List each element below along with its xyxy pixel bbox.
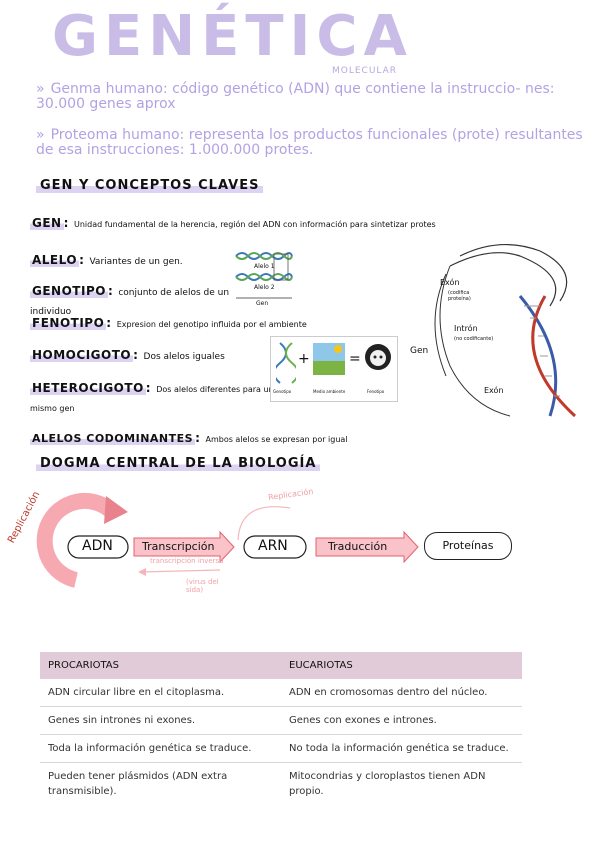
sheep-icon (365, 344, 391, 370)
term-label: FENOTIPO (30, 316, 107, 330)
bullet-proteoma: »Proteoma humano: representa los product… (36, 128, 596, 158)
dna-gene-figure (434, 244, 577, 418)
term-genotipo: GENOTIPO: conjunto de alelos de un indiv… (30, 280, 230, 318)
table-row: Toda la información genética se traduce.… (40, 734, 522, 763)
term-label: GEN (30, 216, 64, 230)
term-gen: GEN: Unidad fundamental de la herencia, … (30, 212, 599, 231)
term-heterocigoto: HETEROCIGOTO: Dos alelos diferentes para… (30, 377, 275, 415)
table-cell: ADN circular libre en el citoplasma. (40, 679, 281, 707)
arn-replication-curve (237, 506, 291, 541)
term-definition: Unidad fundamental de la herencia, regió… (74, 220, 436, 229)
section-heading-gen: GEN Y CONCEPTOS CLAVES (36, 178, 264, 193)
molecular-label: MOLECULAR (332, 66, 398, 76)
term-definition: Variantes de un gen. (89, 257, 183, 267)
term-definition: Expresion del genotipo influida por el a… (116, 320, 307, 329)
bullet-text: Genma humano: código genético (ADN) que … (36, 81, 555, 112)
term-sep: : (106, 316, 112, 330)
fenotipo-caption: Fenotipo (367, 389, 385, 394)
genotipo-caption: Genotipo (273, 389, 292, 394)
exon1-note: (codifica proteína) (448, 290, 471, 302)
arn-label: ARN (258, 538, 288, 554)
transcription-arrow (133, 530, 235, 564)
table-header-eucariotas: EUCARIOTAS (281, 652, 522, 679)
term-fenotipo: FENOTIPO: Expresion del genotipo influid… (30, 312, 307, 331)
term-sep: : (145, 381, 152, 395)
term-definition: Dos alelos iguales (143, 352, 225, 362)
virus-note: (virus del sida) (186, 578, 219, 594)
term-homocigoto: HOMOCIGOTO: Dos alelos iguales (30, 344, 225, 363)
dna-icon (276, 342, 296, 384)
translation-arrow (315, 530, 419, 564)
phenotype-figure: + = Genotipo Medio ambiente Fenotipo (270, 336, 398, 402)
transcripcion-inversa-label: transcripción inversa (150, 557, 224, 565)
term-codominantes: ALELOS CODOMINANTES: Ambos alelos se exp… (30, 427, 348, 446)
gen-dna-label: Gen (410, 346, 429, 356)
table-header-procariotas: PROCARIOTAS (40, 652, 281, 679)
table-cell: Toda la información genética se traduce. (40, 734, 281, 763)
alelo2-label: Alelo 2 (254, 284, 275, 291)
table-cell: ADN en cromosomas dentro del núcleo. (281, 679, 522, 707)
intron-note: (no codificante) (454, 336, 494, 342)
term-label: GENOTIPO (30, 284, 108, 298)
table-cell: No toda la información genética se tradu… (281, 734, 522, 763)
term-label: ALELO (30, 253, 80, 267)
table-cell: Genes sin intrones ni exones. (40, 706, 281, 735)
comparison-table: PROCARIOTAS EUCARIOTAS ADN circular libr… (40, 652, 522, 805)
term-sep: : (107, 284, 114, 298)
exon2-label: Exón (484, 386, 504, 395)
table-cell: Mitocondrias y cloroplastos tienen ADN p… (289, 771, 486, 797)
alelo1-label: Alelo 1 (254, 263, 275, 270)
term-label: HETEROCIGOTO (30, 381, 146, 395)
bullet-arrow: » (36, 127, 45, 143)
bullet-genoma: »Genma humano: código genético (ADN) que… (36, 82, 596, 112)
section-heading-dogma: DOGMA CENTRAL DE LA BIOLOGÍA (36, 456, 321, 471)
reverse-transcription-arrow (139, 569, 221, 573)
table-row: Pueden tener plásmidos (ADN extra transm… (40, 763, 522, 806)
bullet-text: Proteoma humano: representa los producto… (36, 127, 583, 158)
table-row: ADN circular libre en el citoplasma. ADN… (40, 679, 522, 707)
plus-sign: + (298, 351, 310, 367)
term-alelo: ALELO: Variantes de un gen. (30, 249, 183, 268)
adn-label: ADN (82, 538, 113, 554)
page-title: GENÉTICA (52, 4, 413, 69)
equals-sign: = (349, 351, 361, 367)
gen-figure-label: Gen (256, 300, 269, 307)
term-sep: : (79, 253, 85, 267)
arn-node (243, 535, 307, 559)
adn-node (67, 535, 129, 559)
term-label: HOMOCIGOTO (30, 348, 134, 362)
term-sep: : (195, 431, 201, 445)
allele-figure (235, 252, 293, 299)
term-definition: conjunto de alelos de un individuo (30, 288, 230, 317)
term-definition: Ambos alelos se expresan por igual (205, 435, 348, 444)
proteinas-node: Proteínas (424, 532, 512, 560)
medio-caption: Medio ambiente (313, 389, 346, 394)
table-header-row: PROCARIOTAS EUCARIOTAS (40, 652, 522, 679)
replication-loop (36, 492, 116, 588)
replication-arrowhead (104, 496, 128, 524)
term-sep: : (63, 216, 69, 230)
allele-box (273, 253, 289, 281)
table-cell: Pueden tener plásmidos (ADN extra transm… (48, 771, 228, 797)
term-definition: Dos alelos diferentes para un mismo gen (30, 385, 274, 413)
bullet-arrow: » (36, 81, 45, 97)
term-label: ALELOS CODOMINANTES (30, 432, 196, 445)
traduccion-label: Traducción (328, 540, 388, 553)
dogma-diagram (36, 492, 419, 588)
intron-label: Intrón (454, 324, 478, 333)
table-row: Genes sin intrones ni exones. Genes con … (40, 706, 522, 735)
environment-icon (313, 343, 345, 375)
chromosome-pair-icon (235, 252, 293, 281)
term-sep: : (133, 348, 139, 362)
exon1-label: Exón (440, 278, 460, 287)
table-cell: Genes con exones e intrones. (281, 706, 522, 735)
transcripcion-label: Transcripción (142, 540, 215, 553)
